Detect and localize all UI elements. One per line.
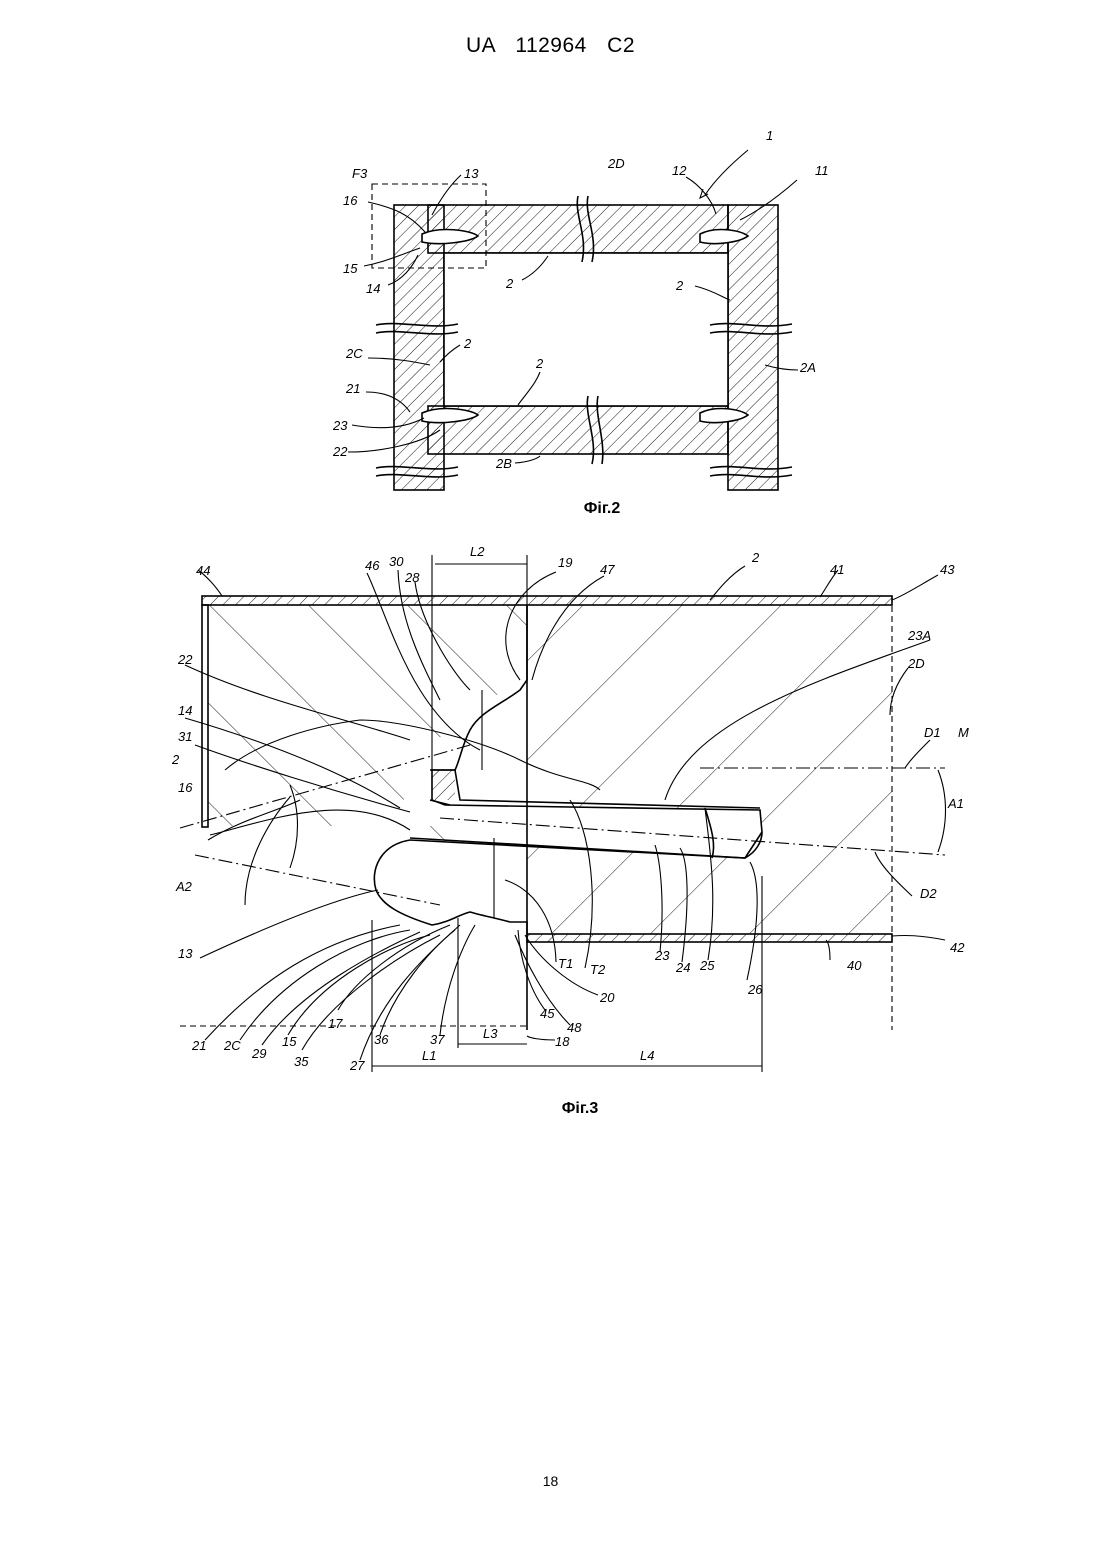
fig3-label: D2 — [920, 886, 937, 901]
fig3-label: 44 — [196, 563, 210, 578]
fig3-label: 36 — [374, 1032, 389, 1047]
fig3-label: A1 — [947, 796, 964, 811]
fig3-label: 42 — [950, 940, 965, 955]
fig3-label: 20 — [599, 990, 615, 1005]
fig3-label: 25 — [699, 958, 715, 973]
fig3-label: L2 — [470, 544, 485, 559]
fig2-label: 2A — [799, 360, 816, 375]
fig3-label: L4 — [640, 1048, 654, 1063]
fig2-label: 22 — [332, 444, 348, 459]
fig3-label: 2C — [223, 1038, 241, 1053]
fig3-label: 15 — [282, 1034, 297, 1049]
fig2-label: 2C — [345, 346, 363, 361]
fig3-label: 19 — [558, 555, 572, 570]
fig2-label: 12 — [672, 163, 687, 178]
fig3-label: 48 — [567, 1020, 582, 1035]
fig3-label: 45 — [540, 1006, 555, 1021]
fig3-label: 27 — [349, 1058, 365, 1073]
fig3-label: 16 — [178, 780, 193, 795]
fig3-label: 46 — [365, 558, 380, 573]
fig3-label: 28 — [404, 570, 420, 585]
figure-3-drawing — [180, 555, 946, 1072]
fig2-label: 2B — [495, 456, 512, 471]
fig3-label: 41 — [830, 562, 844, 577]
figure-3-caption: Фіг.3 — [520, 1100, 640, 1118]
fig3-label: 18 — [555, 1034, 570, 1049]
fig2-label: 1 — [766, 128, 773, 143]
fig2-label: F3 — [352, 166, 368, 181]
fig2-label: 14 — [366, 281, 380, 296]
fig2-label: 21 — [345, 381, 360, 396]
fig3-label: D1 — [924, 725, 941, 740]
fig2-label: 2 — [675, 278, 684, 293]
fig3-label: 22 — [177, 652, 193, 667]
fig3-label: 23A — [907, 628, 931, 643]
fig3-label: T1 — [558, 956, 573, 971]
fig3-label: 23 — [654, 948, 670, 963]
fig3-label: 24 — [675, 960, 690, 975]
fig3-label: 43 — [940, 562, 955, 577]
fig3-label: 35 — [294, 1054, 309, 1069]
fig3-label: 21 — [191, 1038, 206, 1053]
fig3-label: 2 — [171, 752, 180, 767]
fig3-label: 26 — [747, 982, 763, 997]
fig3-label: T2 — [590, 962, 606, 977]
fig3-label: L1 — [422, 1048, 436, 1063]
fig3-label: 47 — [600, 562, 615, 577]
fig3-label: 31 — [178, 729, 192, 744]
fig3-label: 2D — [907, 656, 925, 671]
fig2-label: 2D — [607, 156, 625, 171]
fig2-label: 2 — [463, 336, 472, 351]
fig3-label: 40 — [847, 958, 862, 973]
fig2-label: 13 — [464, 166, 479, 181]
fig3-label: 30 — [389, 554, 404, 569]
fig2-label: 23 — [332, 418, 348, 433]
fig3-label: 37 — [430, 1032, 445, 1047]
fig2-label: 2 — [505, 276, 514, 291]
fig3-label: 2 — [751, 550, 760, 565]
figure-2-drawing — [348, 150, 798, 490]
figure-2-caption: Фіг.2 — [542, 500, 662, 518]
fig3-label: 14 — [178, 703, 192, 718]
fig3-label: 29 — [251, 1046, 266, 1061]
fig3-label: 13 — [178, 946, 193, 961]
fig2-label: 16 — [343, 193, 358, 208]
fig2-label: 2 — [535, 356, 544, 371]
fig3-label: A2 — [175, 879, 193, 894]
fig3-label: 17 — [328, 1016, 343, 1031]
fig2-label: 11 — [815, 163, 829, 178]
page-number: 18 — [0, 1473, 1101, 1489]
fig3-label: L3 — [483, 1026, 498, 1041]
fig3-label: M — [958, 725, 969, 740]
fig2-label: 15 — [343, 261, 358, 276]
